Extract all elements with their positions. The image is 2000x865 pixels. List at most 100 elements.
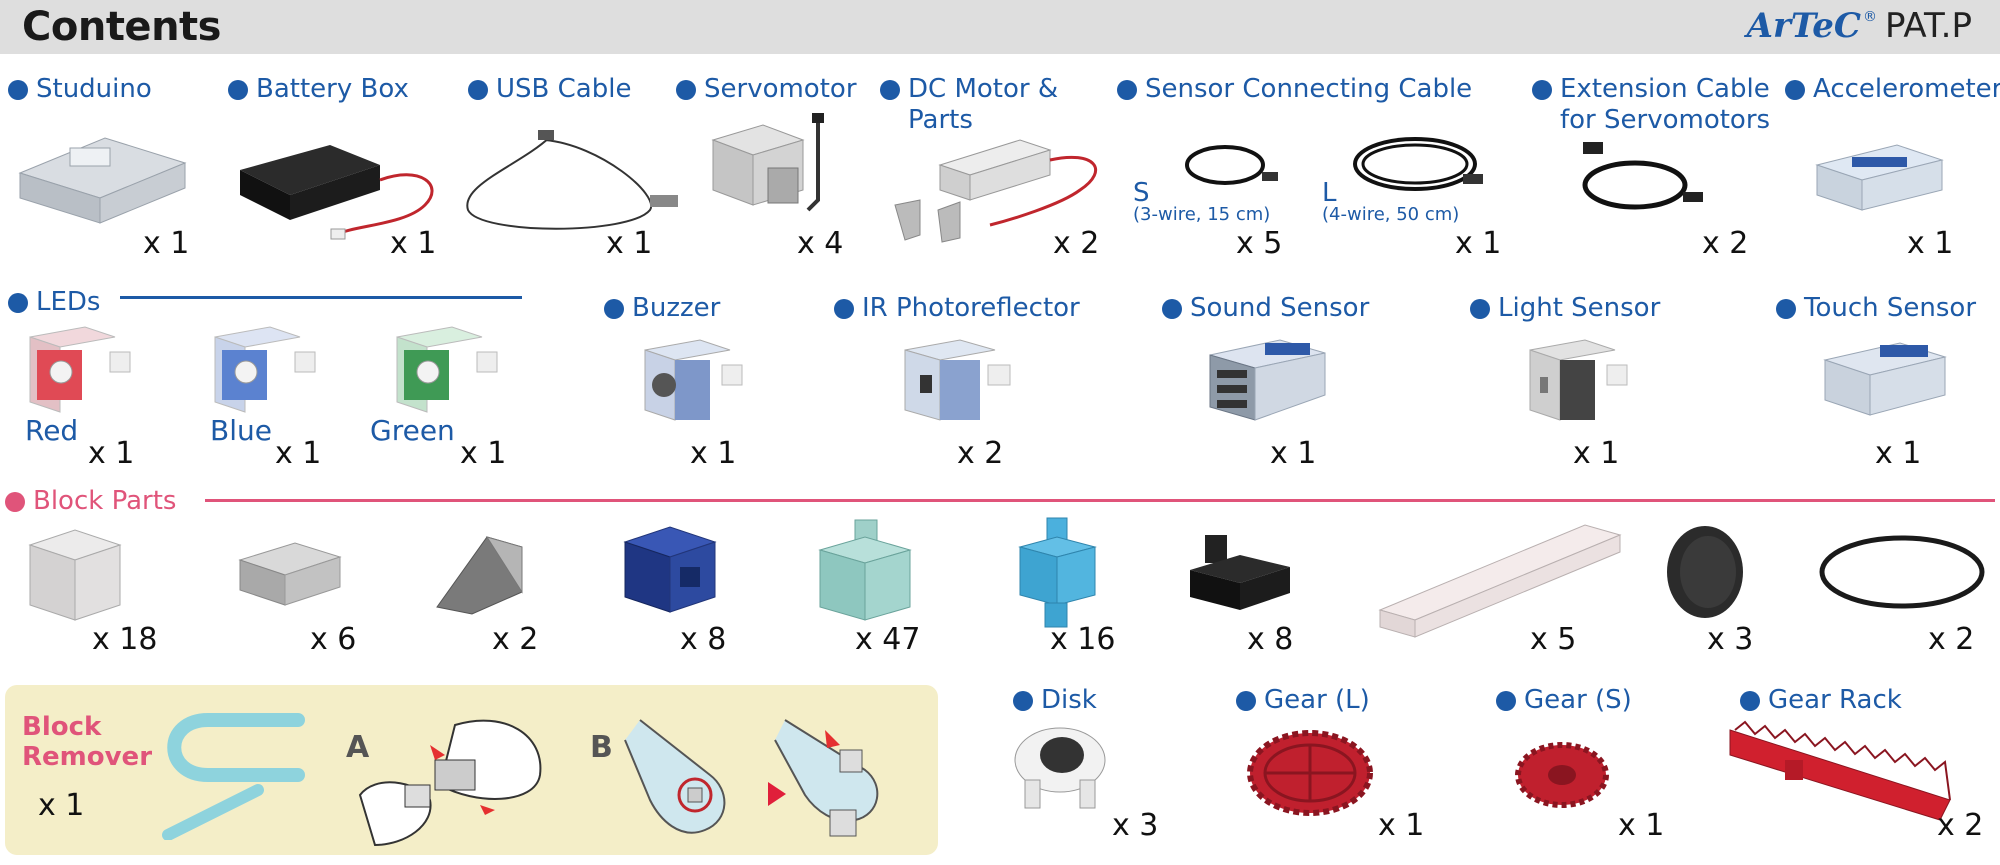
- brand-registered-mark: ®: [1863, 9, 1877, 25]
- brand-suffix: PAT.P: [1885, 6, 1972, 46]
- bullet-icon: [1162, 299, 1182, 319]
- block-blue-image: [623, 526, 717, 613]
- qty-sensor-cable-s: x 5: [1236, 226, 1283, 261]
- qty-light-sensor: x 1: [1573, 436, 1620, 471]
- bullet-icon: [8, 293, 28, 313]
- servomotor-image: [711, 113, 824, 212]
- label-dc-motor: DC Motor &Parts: [880, 74, 1058, 136]
- label-block-parts: Block Parts: [5, 486, 176, 517]
- accelerometer-image: [1815, 144, 1944, 211]
- label-leds: LEDs: [8, 287, 100, 318]
- bullet-icon: [1117, 80, 1137, 100]
- qty-extension-cable: x 2: [1702, 226, 1749, 261]
- dc-motor-image: [894, 139, 1098, 243]
- qty-touch-sensor: x 1: [1875, 436, 1922, 471]
- disk-image: [1014, 727, 1106, 809]
- block-cube-image: [28, 529, 122, 621]
- label-usb-cable: USB Cable: [468, 74, 631, 105]
- sensor-cable-l-spec: (4-wire, 50 cm): [1322, 204, 1460, 225]
- sensor-cable-s-label: S: [1133, 178, 1150, 208]
- led-green-image: [396, 326, 498, 413]
- bullet-icon: [834, 299, 854, 319]
- led-blue-image: [214, 326, 316, 413]
- qty-usb-cable: x 1: [606, 226, 653, 261]
- block-triangle-image: [436, 536, 523, 615]
- bullet-icon: [880, 80, 900, 100]
- ir-photoreflector-image: [904, 339, 1011, 421]
- sensor-cable-s-spec: (3-wire, 15 cm): [1133, 204, 1271, 225]
- long-beam-image: [1378, 524, 1622, 638]
- gear-s-image: [1515, 742, 1609, 808]
- label-sensor-connecting-cable: Sensor Connecting Cable: [1117, 74, 1472, 105]
- bullet-icon: [1013, 691, 1033, 711]
- bullet-icon: [676, 80, 696, 100]
- usb-cable-image: [466, 130, 678, 230]
- block-half-image: [238, 542, 342, 606]
- label-sound-sensor: Sound Sensor: [1162, 293, 1369, 324]
- bullet-icon: [228, 80, 248, 100]
- qty-wheel: x 3: [1707, 622, 1754, 657]
- qty-disk: x 3: [1112, 808, 1159, 843]
- label-gear-l: Gear (L): [1236, 685, 1370, 716]
- qty-accelerometer: x 1: [1907, 226, 1954, 261]
- bullet-icon: [1470, 299, 1490, 319]
- qty-sound-sensor: x 1: [1270, 436, 1317, 471]
- qty-block-remover: x 1: [38, 788, 85, 823]
- block-lightblue-image: [1018, 517, 1097, 628]
- qty-buzzer: x 1: [690, 436, 737, 471]
- touch-sensor-image: [1823, 342, 1947, 416]
- bullet-icon: [1496, 691, 1516, 711]
- brand: ArTeC ® PAT.P: [1747, 6, 1972, 46]
- brand-logo: ArTeC: [1746, 6, 1861, 46]
- led-red-name: Red: [25, 414, 79, 447]
- step-b-label: B: [590, 730, 613, 765]
- qty-servomotor: x 4: [797, 226, 844, 261]
- block-parts-divider: [205, 499, 1995, 502]
- page-title: Contents: [22, 4, 221, 50]
- battery-box-image: [240, 145, 434, 240]
- gear-rack-image: [1729, 720, 1951, 821]
- leds-divider: [120, 296, 522, 299]
- qty-led-green: x 1: [460, 436, 507, 471]
- label-buzzer: Buzzer: [604, 293, 720, 324]
- qty-battery-box: x 1: [390, 226, 437, 261]
- buzzer-image: [644, 339, 743, 421]
- bullet-icon: [8, 80, 28, 100]
- studuino-image: [18, 137, 187, 224]
- extension-cable-image: [1582, 142, 1703, 210]
- label-studuino: Studuino: [8, 74, 152, 105]
- sensor-cable-l-image: [1353, 137, 1483, 191]
- step-b-image-1: [624, 719, 726, 834]
- sensor-cable-s-image: [1185, 145, 1278, 185]
- qty-sensor-cable-l: x 1: [1455, 226, 1502, 261]
- label-ir-photoreflector: IR Photoreflector: [834, 293, 1080, 324]
- label-battery-box: Battery Box: [228, 74, 409, 105]
- step-a-label: A: [346, 730, 370, 765]
- led-blue-name: Blue: [210, 414, 272, 447]
- block-remover-image: [162, 713, 305, 840]
- arrow-right-icon: [768, 782, 786, 806]
- rubber-ring-image: [1819, 535, 1985, 609]
- led-green-name: Green: [370, 414, 455, 447]
- block-mint-image: [818, 519, 912, 621]
- qty-led-blue: x 1: [275, 436, 322, 471]
- sound-sensor-image: [1209, 339, 1326, 421]
- label-disk: Disk: [1013, 685, 1097, 716]
- label-servomotor: Servomotor: [676, 74, 857, 105]
- qty-block-cube: x 18: [92, 622, 158, 657]
- qty-block-triangle: x 2: [492, 622, 539, 657]
- bullet-icon: [1785, 80, 1805, 100]
- qty-block-lightblue: x 16: [1050, 622, 1116, 657]
- header-bar: [0, 0, 2000, 54]
- step-b-image-2: [774, 719, 879, 837]
- qty-block-half: x 6: [310, 622, 357, 657]
- label-gear-s: Gear (S): [1496, 685, 1632, 716]
- qty-gear-l: x 1: [1378, 808, 1425, 843]
- label-gear-rack: Gear Rack: [1740, 685, 1902, 716]
- bullet-icon: [1776, 299, 1796, 319]
- qty-block-blue: x 8: [680, 622, 727, 657]
- qty-long-beam: x 5: [1530, 622, 1577, 657]
- qty-led-red: x 1: [88, 436, 135, 471]
